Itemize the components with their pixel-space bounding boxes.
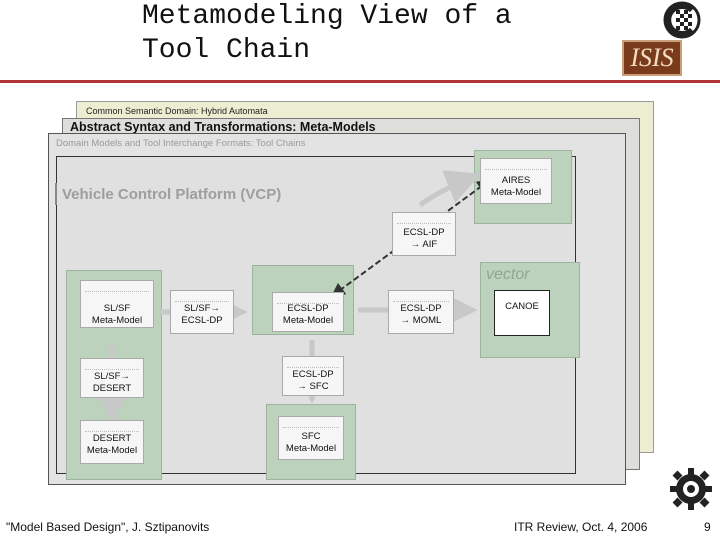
ecsl-aif-line-2: → AIF bbox=[410, 239, 438, 250]
slsf-desert-thumbnail bbox=[85, 361, 139, 370]
domain-models-label: Domain Models and Tool Interchange Forma… bbox=[56, 138, 306, 149]
footer-author: "Model Based Design", J. Sztipanovits bbox=[6, 520, 210, 534]
sfc-meta-model: SFC Meta-Model bbox=[278, 416, 344, 460]
sfc-line-1: SFC bbox=[301, 431, 321, 442]
nsf-logo-icon bbox=[670, 468, 712, 510]
page-number: 9 bbox=[704, 520, 711, 534]
slsf-desert-line-1: SL/SF→ bbox=[94, 371, 130, 382]
aires-line-2: Meta-Model bbox=[490, 187, 542, 198]
title-line-2: Tool Chain bbox=[142, 35, 311, 66]
slsf-ecsl-line-1: SL/SF→ bbox=[184, 303, 220, 314]
ecsl-meta-model: ECSL-DP Meta-Model bbox=[272, 292, 344, 332]
vcp-label: Vehicle Control Platform (VCP) bbox=[62, 186, 282, 203]
aires-meta-model: AIRES Meta-Model bbox=[480, 158, 552, 204]
ecsl-sfc-thumbnail bbox=[287, 359, 339, 368]
aires-line-1: AIRES bbox=[501, 175, 531, 186]
desert-line-2: Meta-Model bbox=[86, 445, 138, 456]
desert-meta-model: DESERT Meta-Model bbox=[80, 420, 144, 464]
ecsl-moml-line-2: → MOML bbox=[400, 315, 442, 326]
semantic-domain-label: Common Semantic Domain: Hybrid Automata bbox=[86, 106, 268, 116]
sfc-line-2: Meta-Model bbox=[285, 443, 337, 454]
ecsl-moml-line-1: ECSL-DP bbox=[400, 303, 442, 314]
ecsl-to-moml: ECSL-DP → MOML bbox=[388, 290, 454, 334]
canoe-label: CANOE bbox=[505, 301, 539, 312]
slsf-desert-line-2: DESERT bbox=[92, 383, 132, 394]
ecsl-moml-thumbnail bbox=[393, 293, 449, 302]
desert-thumbnail bbox=[85, 423, 139, 432]
aires-thumbnail bbox=[485, 161, 547, 170]
ecsl-to-sfc: ECSL-DP → SFC bbox=[282, 356, 344, 396]
footer-event: ITR Review, Oct. 4, 2006 bbox=[514, 520, 648, 534]
ecsl-to-aif: ECSL-DP → AIF bbox=[392, 212, 456, 256]
ecsl-line-2: Meta-Model bbox=[282, 315, 334, 326]
ecsl-sfc-line-2: → SFC bbox=[297, 381, 329, 392]
slsf-line-2: Meta-Model bbox=[91, 315, 143, 326]
ecsl-aif-line-1: ECSL-DP bbox=[403, 227, 445, 238]
ecsl-aif-thumbnail bbox=[397, 215, 451, 224]
slsf-meta-model: SL/SF Meta-Model bbox=[80, 280, 154, 328]
slsf-thumbnail bbox=[85, 283, 149, 292]
title-line-1: Metamodeling View of a bbox=[142, 1, 512, 32]
ecsl-sfc-line-1: ECSL-DP bbox=[292, 369, 334, 380]
slsf-ecsl-thumbnail bbox=[175, 293, 229, 302]
ecsl-line-1: ECSL-DP bbox=[287, 303, 329, 314]
vanderbilt-logo-icon bbox=[663, 1, 701, 39]
abstract-syntax-label: Abstract Syntax and Transformations: Met… bbox=[70, 120, 376, 134]
sfc-thumbnail bbox=[283, 419, 339, 428]
desert-line-1: DESERT bbox=[92, 433, 132, 444]
slsf-ecsl-line-2: ECSL-DP bbox=[181, 315, 223, 326]
slsf-line-1: SL/SF bbox=[103, 303, 131, 314]
slsf-to-ecsl: SL/SF→ ECSL-DP bbox=[170, 290, 234, 334]
slsf-to-desert: SL/SF→ DESERT bbox=[80, 358, 144, 398]
slide-title: Metamodeling View of a Tool Chain bbox=[142, 0, 582, 68]
canoe-tool: CANOE bbox=[494, 290, 550, 336]
ecsl-thumbnail bbox=[277, 295, 339, 304]
vcp-marker bbox=[55, 183, 57, 205]
vector-logo-icon: vector bbox=[486, 266, 530, 283]
isis-logo-icon: ISIS bbox=[622, 40, 682, 76]
title-underline bbox=[0, 80, 720, 83]
